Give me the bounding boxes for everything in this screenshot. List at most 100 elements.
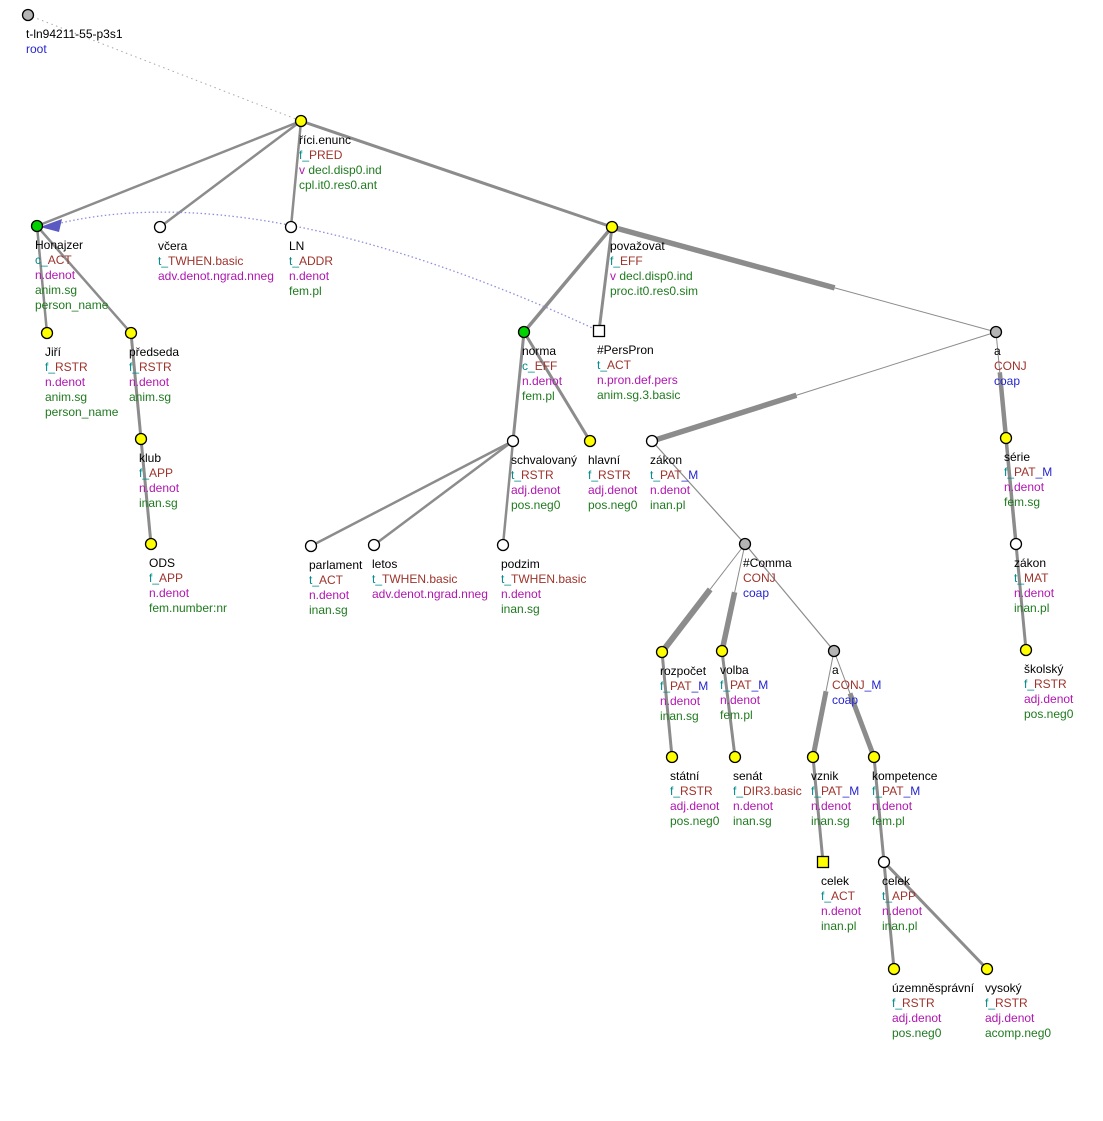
lemma-text: Jiří xyxy=(45,345,61,359)
tree-node-predseda[interactable] xyxy=(124,326,138,340)
tree-node-skolsky[interactable] xyxy=(1019,643,1033,657)
tree-node-zakon2[interactable] xyxy=(1009,537,1023,551)
label-line: adj.denot xyxy=(588,483,637,498)
label-line: fem.sg xyxy=(1004,495,1052,510)
gram-text: acomp.neg0 xyxy=(985,1026,1052,1040)
tree-node-kompetence[interactable] xyxy=(867,750,881,764)
tree-node-honajzer[interactable] xyxy=(30,219,44,233)
sempos-text: n.denot xyxy=(872,799,913,813)
tree-edge xyxy=(709,543,746,590)
sempos-text: n.denot xyxy=(1004,480,1045,494)
tree-node-parlament[interactable] xyxy=(304,539,318,553)
tree-node-statni[interactable] xyxy=(665,750,679,764)
tree-node-celek1[interactable] xyxy=(816,855,830,869)
blue-text: coap xyxy=(743,586,770,600)
functor-text: CONJ xyxy=(832,678,865,692)
tree-node-ods[interactable] xyxy=(144,537,158,551)
tree-node-jiri[interactable] xyxy=(40,326,54,340)
label-line: n.denot xyxy=(821,904,861,919)
tree-node-celek2[interactable] xyxy=(877,855,891,869)
label-line: n.denot xyxy=(129,375,179,390)
blue-text: root xyxy=(26,42,47,56)
label-line: Honajzer xyxy=(35,238,108,253)
label-line: rozpočet xyxy=(660,664,708,679)
tree-node-volba[interactable] xyxy=(715,644,729,658)
tree-node-povazovat[interactable] xyxy=(605,220,619,234)
tree-node-podzim[interactable] xyxy=(496,538,510,552)
tree-node-norma[interactable] xyxy=(517,325,531,339)
label-line: n.denot xyxy=(289,269,333,284)
tree-node-vznik[interactable] xyxy=(806,750,820,764)
functor-text: APP xyxy=(892,889,917,903)
label-line: pos.neg0 xyxy=(511,498,577,513)
tree-node-serie[interactable] xyxy=(999,431,1013,445)
tree-node-a2[interactable] xyxy=(827,644,841,658)
label-line: t_RSTR xyxy=(511,468,577,483)
tree-node-schvalovany[interactable] xyxy=(506,434,520,448)
tree-node-comma[interactable] xyxy=(738,537,752,551)
tree-node-senat[interactable] xyxy=(728,750,742,764)
gram-text: inan.pl xyxy=(882,919,918,933)
tree-node-klub[interactable] xyxy=(134,432,148,446)
tree-node-uzemnespravni[interactable] xyxy=(887,962,901,976)
tree-node-root[interactable] xyxy=(21,8,35,22)
lemma-text: předseda xyxy=(129,345,180,359)
tree-node-letos[interactable] xyxy=(367,538,381,552)
label-line: adj.denot xyxy=(892,1011,974,1026)
label-line: hlavní xyxy=(588,453,637,468)
prefix-text: f_ xyxy=(149,571,160,585)
label-line: f_RSTR xyxy=(985,996,1051,1011)
sempos-text: n.denot xyxy=(522,374,563,388)
label-line: anim.sg xyxy=(129,390,179,405)
tree-node-rici[interactable] xyxy=(294,114,308,128)
prefix-text: f_ xyxy=(872,784,883,798)
tree-node-perspron[interactable] xyxy=(592,324,606,338)
functor-text: PAT xyxy=(670,679,692,693)
prefix-text: f_ xyxy=(588,468,599,482)
tree-edge xyxy=(651,440,746,545)
blue-text: _M xyxy=(842,784,860,798)
lemma-text: říci.enunc xyxy=(299,133,352,147)
lemma-text: norma xyxy=(522,344,557,358)
label-line: n.denot xyxy=(522,374,562,389)
tree-node-vysoky[interactable] xyxy=(980,962,994,976)
label-line: v decl.disp0.ind xyxy=(610,269,698,284)
tree-node-a1[interactable] xyxy=(989,325,1003,339)
label-line: celek xyxy=(821,874,861,889)
tree-node-rozpocet[interactable] xyxy=(655,645,669,659)
label-line: anim.sg.3.basic xyxy=(597,388,680,403)
tree-edge xyxy=(36,119,302,228)
sempos-text: adj.denot xyxy=(511,483,561,497)
label-line: schvalovaný xyxy=(511,453,577,468)
tree-node-ln[interactable] xyxy=(284,220,298,234)
tree-edge xyxy=(27,14,302,122)
tree-edge xyxy=(847,692,877,758)
sempos-text: n.pron.def.pers xyxy=(597,373,678,387)
label-line: coap xyxy=(832,693,881,708)
gram-text: fem.pl xyxy=(522,389,555,403)
gram-text: inan.sg xyxy=(139,496,178,510)
label-line: f_APP xyxy=(149,571,227,586)
sempos-text: n.denot xyxy=(650,483,691,497)
sempos-text: adj.denot xyxy=(1024,692,1074,706)
tree-node-zakon1[interactable] xyxy=(645,434,659,448)
blue-text: coap xyxy=(832,693,859,707)
blue-text: _M xyxy=(691,679,709,693)
label-line: coap xyxy=(743,586,792,601)
tree-node-hlavni[interactable] xyxy=(583,434,597,448)
label-line: f_RSTR xyxy=(892,996,974,1011)
functor-text: ACT xyxy=(319,573,344,587)
tree-node-vcera[interactable] xyxy=(153,220,167,234)
lemma-text: ODS xyxy=(149,556,176,570)
functor-text: RSTR xyxy=(521,468,554,482)
lemma-text: kompetence xyxy=(872,769,938,783)
tree-edge xyxy=(811,756,825,863)
